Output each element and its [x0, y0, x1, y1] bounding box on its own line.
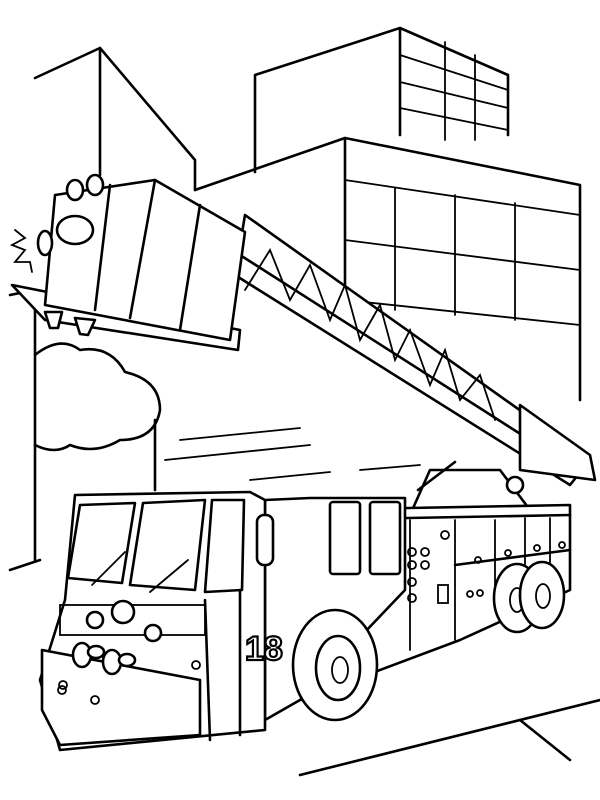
smoke-cloud [33, 342, 162, 452]
background-buildings [8, 26, 600, 777]
cab: 18 [38, 490, 284, 752]
front-wheel [291, 608, 379, 722]
motion-lines [164, 427, 421, 481]
rear-wheels [492, 560, 566, 634]
aerial-ladder [233, 213, 597, 487]
ladder-bucket [9, 173, 247, 352]
truck-number: 18 [245, 630, 283, 668]
